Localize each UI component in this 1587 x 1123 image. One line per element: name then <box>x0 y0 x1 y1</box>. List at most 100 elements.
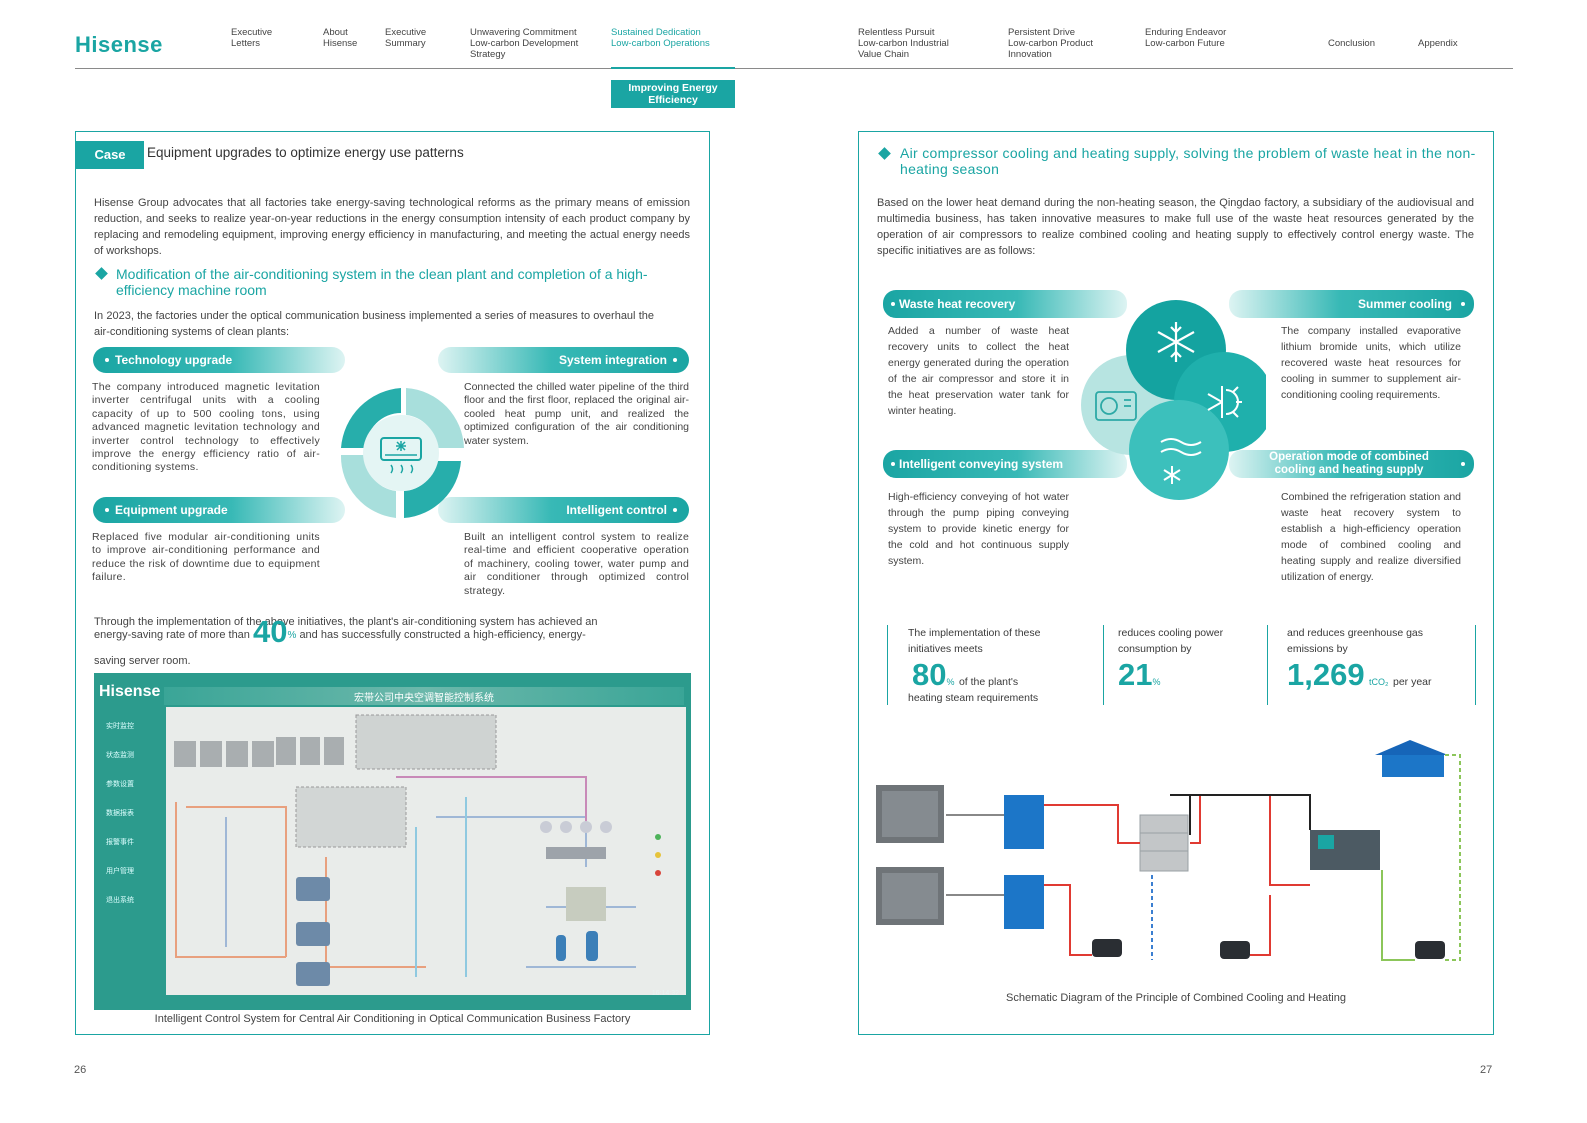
pill-dot-icon <box>1461 302 1465 306</box>
intelligent-conveying-text: High-efficiency conveying of hot water t… <box>888 491 1069 567</box>
air-compressor-icon <box>876 867 944 925</box>
energy-saving-rate-value: 40 <box>252 614 288 649</box>
subtab-improving-energy-efficiency[interactable]: Improving Energy Efficiency <box>611 80 735 108</box>
building-icon <box>1375 740 1448 777</box>
stat-heating-steam: The implementation of these initiatives … <box>887 625 1104 705</box>
pill-dot-icon <box>673 358 677 362</box>
cooling-heating-circles-graphic <box>1081 300 1266 500</box>
wind-snowflake-icon <box>1160 438 1202 484</box>
left-intro-text: Hisense Group advocates that all factori… <box>94 197 690 257</box>
pill-intelligent-conveying: Intelligent conveying system <box>883 450 1127 478</box>
stat-unit: tCO₂ <box>1369 677 1389 687</box>
pill-dot-icon <box>673 508 677 512</box>
right-intro-text: Based on the lower heat demand during th… <box>877 197 1474 257</box>
nav-appendix[interactable]: Appendix <box>1418 38 1458 49</box>
stat-suffix: per year <box>1392 676 1432 688</box>
pill-label: Equipment upgrade <box>115 503 228 517</box>
case-badge: Case <box>76 141 144 169</box>
stat-label: The implementation of these initiatives … <box>908 627 1041 655</box>
nav-conclusion[interactable]: Conclusion <box>1328 38 1375 49</box>
menu-item-status[interactable]: 状态监测 <box>106 751 134 759</box>
heat-recovery-unit-icon <box>1004 795 1044 849</box>
nav-executive-summary[interactable]: Executive Summary <box>385 27 427 49</box>
pill-waste-heat-recovery: Waste heat recovery <box>883 290 1127 318</box>
menu-item-users[interactable]: 用户管理 <box>106 867 134 875</box>
pill-technology-upgrade: Technology upgrade <box>93 347 345 373</box>
left-case-panel <box>75 131 710 1035</box>
hisense-logo[interactable]: Hisense <box>75 32 163 57</box>
menu-item-realtime[interactable]: 实时监控 <box>106 722 134 730</box>
pump-icon <box>1092 939 1445 959</box>
menu-item-alarms[interactable]: 报警事件 <box>106 838 134 846</box>
stat-value-line: 21% <box>1118 657 1161 693</box>
control-system-screenshot: Hisense 宏带公司中央空调智能控制系统 实时监控 状态监测 参数设置 数据… <box>94 673 691 1010</box>
active-tab-underline <box>611 67 735 69</box>
stat-unit: % <box>946 677 955 687</box>
menu-item-reports[interactable]: 数据报表 <box>106 809 134 817</box>
snowflake-icon <box>1157 322 1195 362</box>
combined-mode-text: Combined the refrigeration station and w… <box>1281 491 1461 583</box>
pill-dot-icon <box>891 302 895 306</box>
cycle-segment <box>341 388 401 448</box>
energy-saving-rate-unit: % <box>287 630 297 641</box>
air-compressor-icon <box>876 785 944 843</box>
left-section-heading: Modification of the air-conditioning sys… <box>116 266 648 298</box>
right-image-caption: Schematic Diagram of the Principle of Co… <box>1006 992 1346 1004</box>
menu-item-exit[interactable]: 退出系统 <box>106 896 134 904</box>
combined-cooling-heating-schematic <box>870 735 1482 980</box>
pill-combined-mode: Operation mode of combined cooling and h… <box>1229 450 1474 478</box>
pill-dot-icon <box>891 462 895 466</box>
nav-product-innovation[interactable]: Persistent Drive Low-carbon Product Inno… <box>1008 27 1094 60</box>
nav-about-hisense[interactable]: About Hisense <box>323 27 358 49</box>
stat-unit: % <box>1152 677 1161 687</box>
pill-dot-icon <box>105 508 109 512</box>
hvac-schematic-diagram <box>166 707 686 995</box>
result-line-1: Through the implementation of the above … <box>94 616 598 628</box>
pill-label: Intelligent conveying system <box>899 457 1064 471</box>
stat-suffix: of the plant's <box>958 676 1019 688</box>
nav-low-carbon-strategy[interactable]: Unwavering Commitment Low-carbon Develop… <box>470 27 579 60</box>
pill-label: Technology upgrade <box>115 353 233 367</box>
pill-label: System integration <box>558 353 667 367</box>
right-panel <box>858 131 1494 1035</box>
sun-snowflake-icon <box>1207 386 1242 418</box>
nav-value-chain[interactable]: Relentless Pursuit Low-carbon Industrial… <box>858 27 949 60</box>
screen-title-bar <box>164 687 684 705</box>
air-conditioner-fan-icon <box>1095 391 1137 421</box>
pill-intelligent-control: Intelligent control <box>438 497 689 523</box>
stat-ghg-emissions: and reduces greenhouse gas emissions by … <box>1267 625 1476 705</box>
page-number-left: 26 <box>74 1064 87 1076</box>
result-line-3: saving server room. <box>94 655 191 667</box>
system-integration-text: Connected the chilled water pipeline of … <box>464 381 689 447</box>
cycle-center <box>363 415 439 491</box>
pill-system-integration: System integration <box>438 347 689 373</box>
left-image-caption: Intelligent Control System for Central A… <box>154 1013 631 1025</box>
stat-suffix-2: heating steam requirements <box>908 692 1039 704</box>
stat-value-line: 1,269 tCO₂ per year <box>1287 657 1432 693</box>
technology-upgrade-text: The company introduced magnetic levitati… <box>92 381 320 474</box>
nav-low-carbon-operations[interactable]: Sustained Dedication Low-carbon Operatio… <box>611 27 710 49</box>
cycle-segment <box>340 455 396 518</box>
cooling-power-percent-value: 21 <box>1118 657 1153 692</box>
air-conditioner-snowflake-icon <box>380 437 422 474</box>
intelligent-control-text: Built an intelligent control system to r… <box>464 531 689 597</box>
pill-label: Intelligent control <box>566 503 667 517</box>
heat-recovery-unit-icon <box>1004 875 1044 929</box>
left-sub-intro: In 2023, the factories under the optical… <box>94 310 654 338</box>
air-conditioning-cycle-graphic <box>340 388 464 518</box>
nav-low-carbon-future[interactable]: Enduring Endeavor Low-carbon Future <box>1145 27 1227 49</box>
result-label-b: and has successfully constructed a high-… <box>299 629 586 641</box>
stat-label: reduces cooling power consumption by <box>1118 627 1224 655</box>
pill-label: Operation mode of combined cooling and h… <box>1269 451 1429 476</box>
heating-steam-percent-value: 80 <box>912 657 947 692</box>
lithium-bromide-unit-icon <box>1310 830 1380 870</box>
pill-dot-icon <box>105 358 109 362</box>
pill-summer-cooling: Summer cooling <box>1229 290 1474 318</box>
case-title: Equipment upgrades to optimize energy us… <box>147 145 464 160</box>
menu-item-params[interactable]: 参数设置 <box>106 780 134 788</box>
ghg-reduction-value: 1,269 <box>1287 657 1365 692</box>
screen-side-menu: 实时监控 状态监测 参数设置 数据报表 报警事件 用户管理 退出系统 <box>106 721 158 924</box>
right-section-heading: Air compressor cooling and heating suppl… <box>900 145 1476 177</box>
nav-executive-letters[interactable]: Executive Letters <box>231 27 273 49</box>
screen-title: 宏带公司中央空调智能控制系统 <box>354 693 494 704</box>
